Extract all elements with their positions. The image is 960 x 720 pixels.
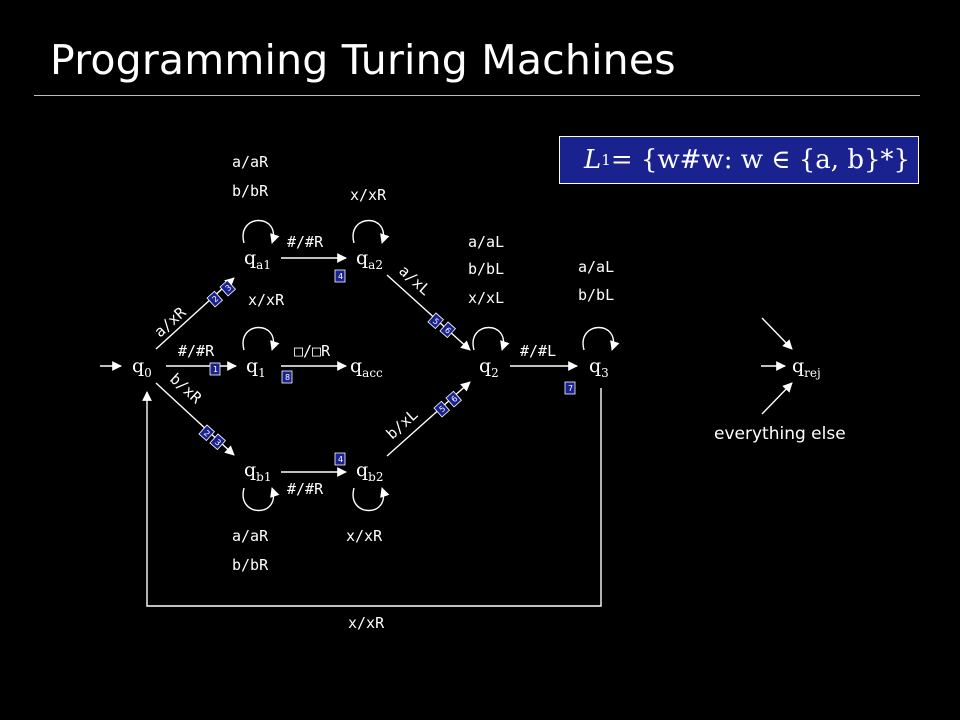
language-subscript: 1 xyxy=(601,151,611,169)
label-qb2-loop: x/xR xyxy=(346,527,383,545)
label-q3-loop-1: a/aL xyxy=(578,258,614,276)
title-divider xyxy=(34,95,920,96)
label-q1-qacc: □/□R xyxy=(294,342,331,360)
state-qa2: qa2 xyxy=(356,247,383,272)
loop-qa2 xyxy=(352,219,390,244)
badge-6-top: 6 xyxy=(439,321,456,339)
edge-qa2-q2 xyxy=(386,274,471,351)
edge-q3-q0 xyxy=(142,388,602,607)
label-q3-q0: x/xR xyxy=(348,614,385,632)
svg-text:2: 2 xyxy=(202,428,212,438)
badge-1: 1 xyxy=(209,362,221,376)
badge-4-top: 4 xyxy=(334,269,346,283)
loop-qb2 xyxy=(352,487,390,512)
svg-text:4: 4 xyxy=(338,455,343,464)
svg-text:3: 3 xyxy=(213,437,223,447)
loop-qa1 xyxy=(242,219,280,244)
badge-2-bottom: 2 xyxy=(198,424,215,442)
state-qa1: qa1 xyxy=(244,247,271,272)
edge-q0-qa1 xyxy=(155,277,235,350)
label-qb1-loop-2: b/bR xyxy=(232,556,269,574)
loop-q1 xyxy=(242,326,280,351)
badge-2-top: 2 xyxy=(206,290,224,308)
state-qb1: qb1 xyxy=(244,459,272,484)
loop-q3 xyxy=(582,326,620,351)
language-symbol: L xyxy=(584,145,602,175)
state-q2: q2 xyxy=(479,355,499,380)
state-q3: q3 xyxy=(589,355,609,380)
label-qb2-q2: b/xL xyxy=(383,405,422,443)
label-everything-else: everything else xyxy=(714,424,846,444)
state-qacc: qacc xyxy=(350,355,383,380)
label-qa2-q2: a/xL xyxy=(395,262,434,300)
loop-q2 xyxy=(472,326,510,351)
label-qa1-loop-2: b/bR xyxy=(232,182,269,200)
badge-8: 8 xyxy=(281,370,293,384)
badge-7: 7 xyxy=(564,381,576,395)
label-q2-q3: #/#L xyxy=(520,342,556,360)
label-q2-loop-1: a/aL xyxy=(468,233,504,251)
label-qa2-loop: x/xR xyxy=(350,186,387,204)
label-q0-q1: #/#R xyxy=(178,342,215,360)
state-q0: q0 xyxy=(132,355,152,380)
language-definition: = {w#w: w ∈ {a, b}*} xyxy=(610,145,911,175)
label-q3-loop-2: b/bL xyxy=(578,286,614,304)
label-qb1-loop-1: a/aR xyxy=(232,527,269,545)
badge-6-bottom: 6 xyxy=(445,390,463,408)
state-q1: q1 xyxy=(246,355,266,380)
svg-text:5: 5 xyxy=(438,404,448,414)
label-q1-loop: x/xR xyxy=(248,291,285,309)
state-qrej: qrej xyxy=(792,355,821,380)
svg-text:8: 8 xyxy=(285,373,290,382)
loop-qb1 xyxy=(242,487,280,512)
badge-3-top: 3 xyxy=(219,279,237,297)
label-q2-loop-2: b/bL xyxy=(468,260,504,278)
svg-text:2: 2 xyxy=(211,294,221,304)
svg-text:7: 7 xyxy=(568,384,573,393)
label-q2-loop-3: x/xL xyxy=(468,289,504,307)
badge-5-bottom: 5 xyxy=(433,400,451,418)
label-qb1-qb2: #/#R xyxy=(287,480,324,498)
label-qa1-qa2: #/#R xyxy=(287,233,324,251)
svg-text:6: 6 xyxy=(443,325,453,335)
slide-title: Programming Turing Machines xyxy=(50,36,676,84)
svg-text:4: 4 xyxy=(338,272,343,281)
badge-4-bottom: 4 xyxy=(334,452,346,466)
label-q0-qb1: b/xR xyxy=(166,370,206,408)
svg-text:3: 3 xyxy=(224,283,234,293)
svg-text:5: 5 xyxy=(431,316,441,326)
edge-else-2 xyxy=(761,382,793,415)
label-qa1-loop-1: a/aR xyxy=(232,153,269,171)
badge-3-bottom: 3 xyxy=(209,433,226,451)
svg-text:6: 6 xyxy=(450,394,460,404)
badge-5-top: 5 xyxy=(427,312,444,330)
state-qb2: qb2 xyxy=(356,459,384,484)
edge-else-1 xyxy=(761,317,793,350)
svg-text:1: 1 xyxy=(213,365,218,374)
